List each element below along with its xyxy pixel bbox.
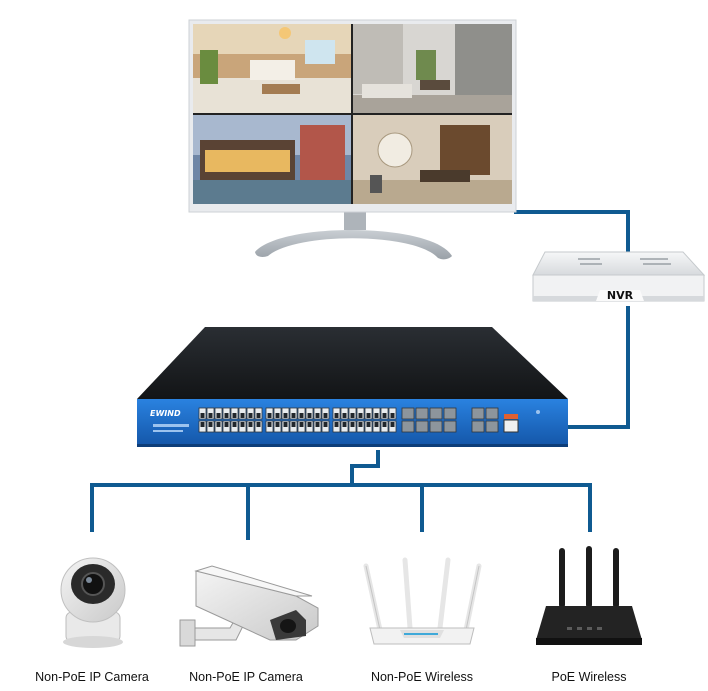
switch-brand: EWIND <box>150 409 181 418</box>
rj45-port-socket <box>248 422 253 427</box>
sfp-port <box>429 420 443 433</box>
sfp-port <box>471 407 485 420</box>
rj45-port-socket <box>323 413 328 418</box>
rj45-port-socket <box>315 413 320 418</box>
rj45-port-socket <box>307 413 312 418</box>
rj45-port-socket <box>224 422 229 427</box>
rj45-port-socket <box>350 422 355 427</box>
rj45-port-socket <box>334 422 339 427</box>
device-label-4: PoE Wireless <box>551 670 627 684</box>
rj45-port-socket <box>291 413 296 418</box>
camera-feed-interior <box>353 115 512 204</box>
rj45-port-socket <box>232 422 237 427</box>
rj45-port-socket <box>382 413 387 418</box>
switch-rj45-ports <box>198 407 397 433</box>
dome-camera-icon <box>60 557 126 648</box>
rj45-port-socket <box>350 413 355 418</box>
rj45-port-socket <box>334 413 339 418</box>
rj45-port-socket <box>390 413 395 418</box>
sfp-port <box>485 407 499 420</box>
rj45-port-socket <box>248 413 253 418</box>
rj45-port-socket <box>307 422 312 427</box>
monitor <box>188 19 517 260</box>
nvr-device: NVR <box>532 251 706 302</box>
rj45-port-socket <box>208 413 213 418</box>
sfp-port <box>485 420 499 433</box>
cable-lines <box>90 210 630 540</box>
rj45-port-socket <box>342 413 347 418</box>
rj45-port-socket <box>299 422 304 427</box>
console-port <box>503 419 519 433</box>
device-label-3: Non-PoE Wireless <box>370 670 474 684</box>
rj45-port-socket <box>374 413 379 418</box>
sfp-port <box>415 420 429 433</box>
sfp-port <box>415 407 429 420</box>
rj45-port-socket <box>208 422 213 427</box>
rj45-port-socket <box>216 413 221 418</box>
rj45-port-socket <box>366 413 371 418</box>
rj45-port-socket <box>358 422 363 427</box>
sfp-port <box>401 420 415 433</box>
monitor-stand-base <box>255 229 452 260</box>
rj45-port-socket <box>283 413 288 418</box>
rj45-port-socket <box>275 422 280 427</box>
rj45-port-socket <box>283 422 288 427</box>
rj45-port-socket <box>275 413 280 418</box>
cable-switch-stub <box>350 450 380 487</box>
camera-feed-living-room <box>193 24 351 113</box>
rj45-port-socket <box>291 422 296 427</box>
poe-router-icon <box>536 546 642 645</box>
rj45-port-socket <box>366 422 371 427</box>
rj45-port-socket <box>200 422 205 427</box>
rj45-port-socket <box>232 413 237 418</box>
rj45-port-socket <box>390 422 395 427</box>
rj45-port-socket <box>299 413 304 418</box>
wireless-router-icon <box>363 557 482 645</box>
sfp-port <box>429 407 443 420</box>
sfp-port <box>401 407 415 420</box>
camera-feed-house-exterior <box>193 115 351 204</box>
sfp-port <box>471 420 485 433</box>
rj45-port-socket <box>200 413 205 418</box>
nvr-label: NVR <box>607 289 634 302</box>
rj45-port-socket <box>240 422 245 427</box>
cable-monitor-nvr <box>514 210 630 252</box>
camera-feed-courtyard <box>353 24 512 113</box>
rj45-port-socket <box>216 422 221 427</box>
rj45-port-socket <box>267 413 272 418</box>
poe-switch: EWIND <box>137 327 568 447</box>
rj45-port-socket <box>256 413 261 418</box>
rj45-port-socket <box>374 422 379 427</box>
rj45-port-socket <box>256 422 261 427</box>
rj45-port-socket <box>358 413 363 418</box>
cable-nvr-switch <box>566 306 630 429</box>
switch-top <box>137 327 568 399</box>
device-label-1: Non-PoE IP Camera <box>35 670 149 684</box>
rj45-port-socket <box>315 422 320 427</box>
rj45-port-socket <box>267 422 272 427</box>
nvr-top <box>532 251 706 276</box>
rj45-port-socket <box>323 422 328 427</box>
rj45-port-socket <box>240 413 245 418</box>
bullet-camera-icon <box>179 565 319 647</box>
rj45-port-socket <box>382 422 387 427</box>
device-label-2: Non-PoE IP Camera <box>189 670 303 684</box>
sfp-port <box>443 407 457 420</box>
sfp-port <box>443 420 457 433</box>
switch-sfp-ports <box>401 407 499 433</box>
rj45-port-socket <box>342 422 347 427</box>
monitor-stand-neck <box>344 210 366 230</box>
rj45-port-socket <box>224 413 229 418</box>
